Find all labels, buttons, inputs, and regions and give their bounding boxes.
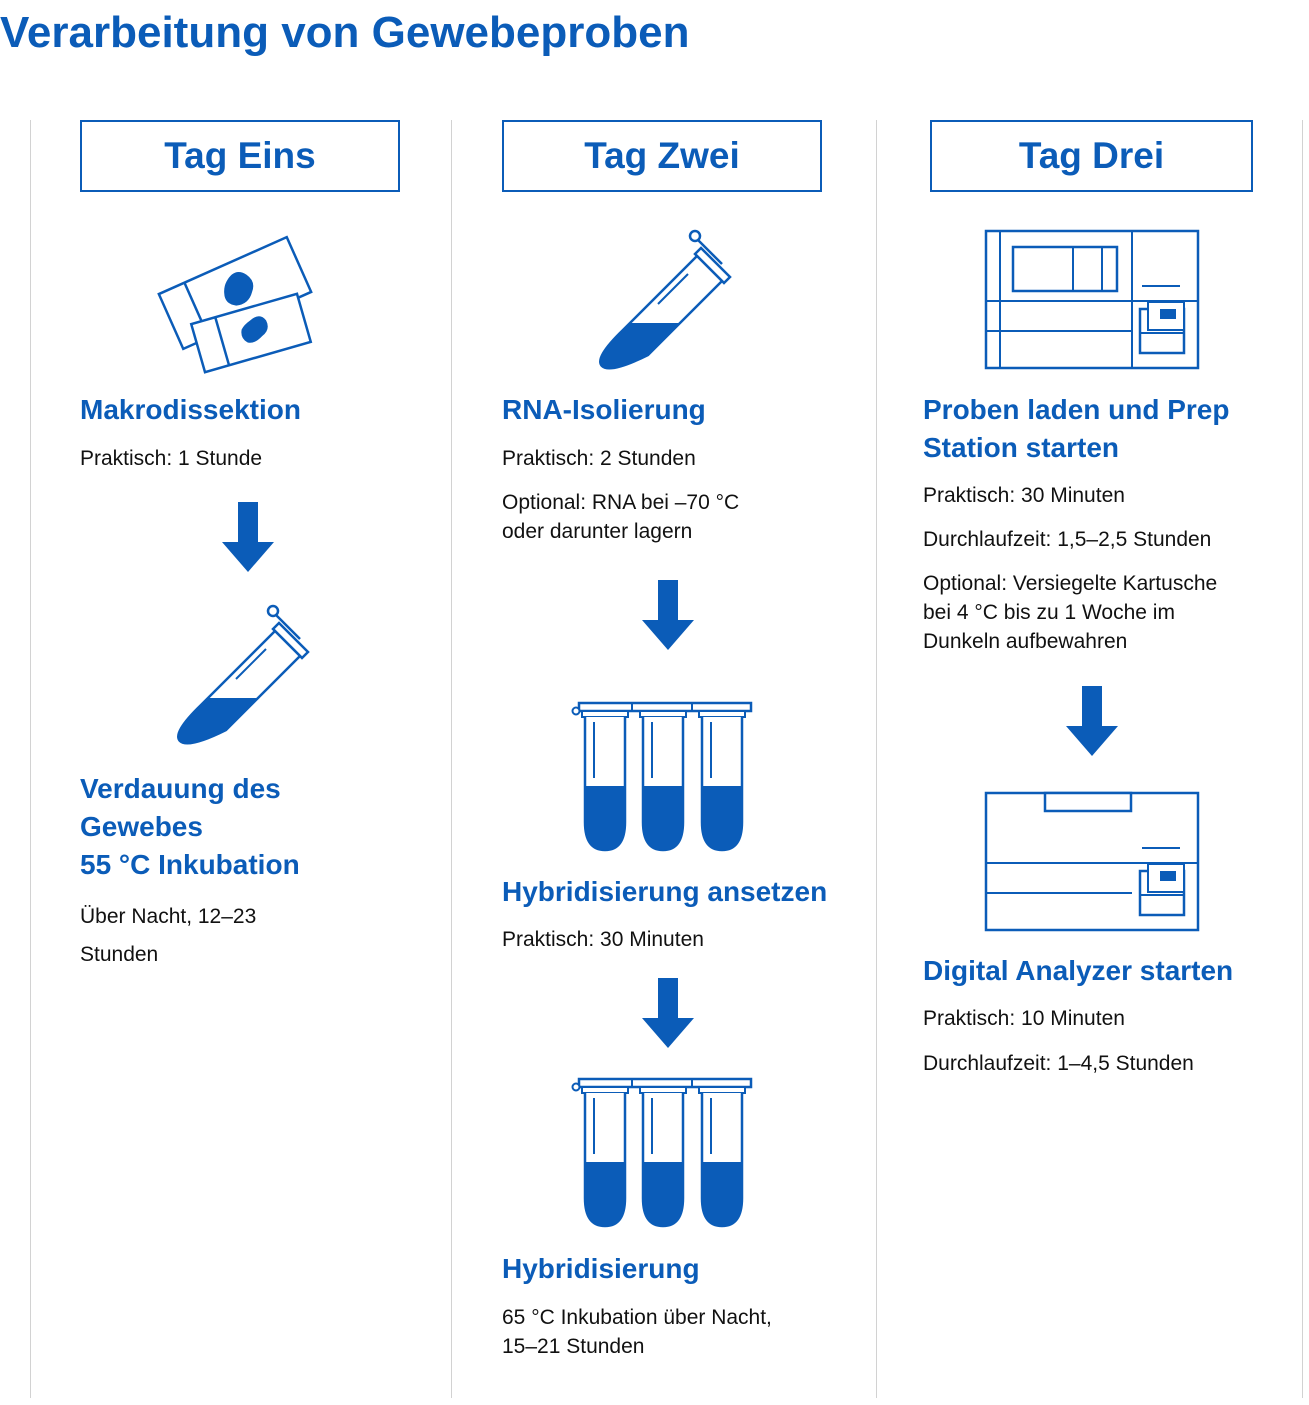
step-title: RNA-Isolierung bbox=[502, 391, 706, 429]
tube-strip-icon bbox=[571, 701, 753, 852]
digital-analyzer-icon bbox=[984, 791, 1200, 932]
tube-strip-icon bbox=[571, 1077, 753, 1228]
step-title-line: Hybridisierung bbox=[502, 1253, 700, 1284]
step-title-line: Gewebes bbox=[80, 811, 203, 842]
step-title-line: Digital Analyzer starten bbox=[923, 955, 1234, 986]
step-note-line: oder darunter lagern bbox=[502, 520, 693, 543]
step-note: Optional: Versiegelte Kartusche bei 4 °C… bbox=[923, 569, 1217, 656]
step-title-line: 55 °C Inkubation bbox=[80, 849, 300, 880]
step-note: Praktisch: 10 Minuten bbox=[923, 1007, 1125, 1030]
day-header-3: Tag Drei bbox=[930, 120, 1253, 192]
step-note-line: bei 4 °C bis zu 1 Woche im bbox=[923, 601, 1175, 624]
step-note: Durchlaufzeit: 1–4,5 Stunden bbox=[923, 1052, 1194, 1075]
step-title-line: Hybridisierung ansetzen bbox=[502, 876, 828, 907]
step-title-line: Proben laden und Prep bbox=[923, 394, 1230, 425]
arrow-down-icon bbox=[642, 580, 694, 650]
arrow-down-icon bbox=[1066, 686, 1118, 756]
step-title: Hybridisierung ansetzen bbox=[502, 873, 827, 911]
step-title: Verdauung des Gewebes 55 °C Inkubation bbox=[80, 770, 300, 884]
column-divider bbox=[30, 120, 31, 1398]
step-title-line: Station starten bbox=[923, 432, 1120, 463]
step-title-line: Verdauung des bbox=[80, 773, 281, 804]
step-note: Durchlaufzeit: 1,5–2,5 Stunden bbox=[923, 528, 1212, 551]
day-header-1: Tag Eins bbox=[80, 120, 400, 192]
arrow-down-icon bbox=[642, 978, 694, 1048]
step-note: Praktisch: 30 Minuten bbox=[923, 484, 1125, 507]
step-title: Hybridisierung bbox=[502, 1250, 700, 1288]
step-title-line: Makrodissektion bbox=[80, 394, 301, 425]
step-title: Proben laden und Prep Station starten bbox=[923, 391, 1229, 467]
step-note: Praktisch: 2 Stunden bbox=[502, 447, 696, 470]
prep-station-icon bbox=[984, 229, 1200, 370]
step-note: Über Nacht, 12–23 Stunden bbox=[80, 898, 256, 974]
step-note-line: Optional: RNA bei –70 °C bbox=[502, 491, 740, 514]
step-note-line: 15–21 Stunden bbox=[502, 1335, 645, 1358]
step-note: Optional: RNA bei –70 °C oder darunter l… bbox=[502, 488, 739, 546]
column-divider bbox=[876, 120, 877, 1398]
step-note: Praktisch: 1 Stunde bbox=[80, 447, 263, 470]
step-note-line: Stunden bbox=[80, 943, 159, 966]
step-note-line: Über Nacht, 12–23 bbox=[80, 905, 257, 928]
step-title-line: RNA-Isolierung bbox=[502, 394, 706, 425]
step-note-line: Dunkeln aufbewahren bbox=[923, 630, 1128, 653]
page-title: Verarbeitung von Gewebeproben bbox=[0, 8, 690, 57]
step-note: Praktisch: 30 Minuten bbox=[502, 928, 704, 951]
column-divider bbox=[1302, 120, 1303, 1398]
column-divider bbox=[451, 120, 452, 1398]
step-note: 65 °C Inkubation über Nacht, 15–21 Stund… bbox=[502, 1303, 772, 1361]
sample-tube-icon bbox=[599, 229, 732, 370]
step-title: Makrodissektion bbox=[80, 391, 301, 429]
step-note-line: 65 °C Inkubation über Nacht, bbox=[502, 1306, 772, 1329]
step-note-line: Optional: Versiegelte Kartusche bbox=[923, 572, 1218, 595]
arrow-down-icon bbox=[222, 502, 274, 572]
day-header-2: Tag Zwei bbox=[502, 120, 822, 192]
sample-tube-icon bbox=[177, 604, 310, 745]
tissue-slides-icon bbox=[157, 235, 313, 374]
step-title: Digital Analyzer starten bbox=[923, 952, 1233, 990]
